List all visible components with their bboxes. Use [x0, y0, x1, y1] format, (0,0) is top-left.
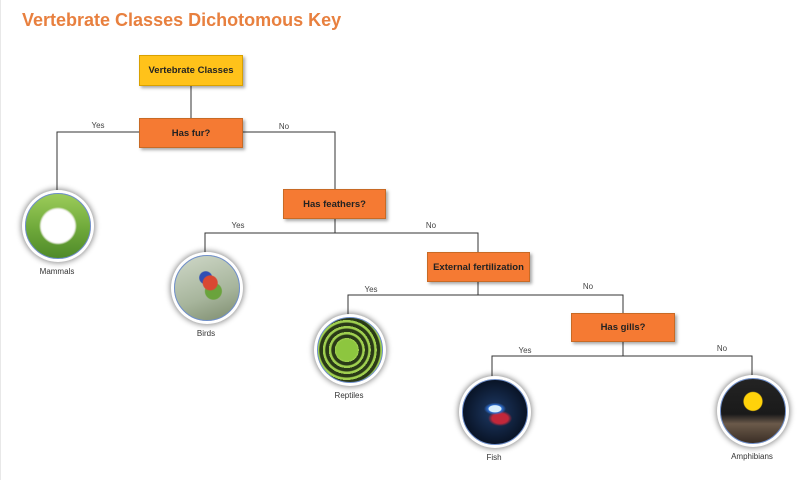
bird-photo-icon — [174, 255, 240, 321]
node-vertebrate-classes[interactable]: Vertebrate Classes — [139, 55, 243, 86]
connector-feathers-no — [335, 232, 479, 252]
leaf-label-fish: Fish — [486, 453, 502, 462]
leaf-birds[interactable]: Birds — [161, 255, 251, 341]
leaf-fish[interactable]: Fish — [449, 379, 539, 465]
connector-feathers-yes — [204, 232, 335, 254]
diagram-title: Vertebrate Classes Dichotomous Key — [22, 10, 342, 30]
edge-label-feathers-yes: Yes — [231, 221, 245, 230]
leaf-label-amphibians: Amphibians — [731, 452, 773, 461]
node-has-fur[interactable]: Has fur? — [139, 118, 243, 148]
edge-label-gills-no: No — [716, 344, 728, 353]
edge-label-fur-yes: Yes — [91, 121, 105, 130]
chameleon-photo-icon — [317, 317, 383, 383]
connector-fur-no — [243, 131, 336, 189]
connector-fur-yes — [56, 131, 140, 190]
connector-gills-no — [623, 355, 753, 377]
canvas-border — [0, 0, 1, 480]
edge-label-external-yes: Yes — [364, 285, 378, 294]
leaf-amphibians[interactable]: Amphibians — [707, 378, 797, 464]
leaf-reptiles[interactable]: Reptiles — [304, 317, 394, 403]
edge-label-feathers-no: No — [425, 221, 437, 230]
leaf-label-reptiles: Reptiles — [334, 391, 364, 400]
edge-label-external-no: No — [582, 282, 594, 291]
fish-photo-icon — [462, 379, 528, 445]
edge-label-gills-yes: Yes — [518, 346, 532, 355]
connector-gills-yes — [491, 355, 623, 378]
leaf-label-mammals: Mammals — [39, 267, 75, 276]
connector-external-no — [478, 294, 624, 313]
mammal-photo-icon — [25, 193, 91, 259]
leaf-label-birds: Birds — [196, 329, 216, 338]
node-has-gills[interactable]: Has gills? — [571, 313, 675, 342]
frog-photo-icon — [720, 378, 786, 444]
connector-external-yes — [347, 294, 478, 316]
node-has-feathers[interactable]: Has feathers? — [283, 189, 386, 219]
edge-label-fur-no: No — [278, 122, 290, 131]
node-external-fertilization[interactable]: External fertilization — [427, 252, 530, 282]
leaf-mammals[interactable]: Mammals — [12, 193, 102, 279]
